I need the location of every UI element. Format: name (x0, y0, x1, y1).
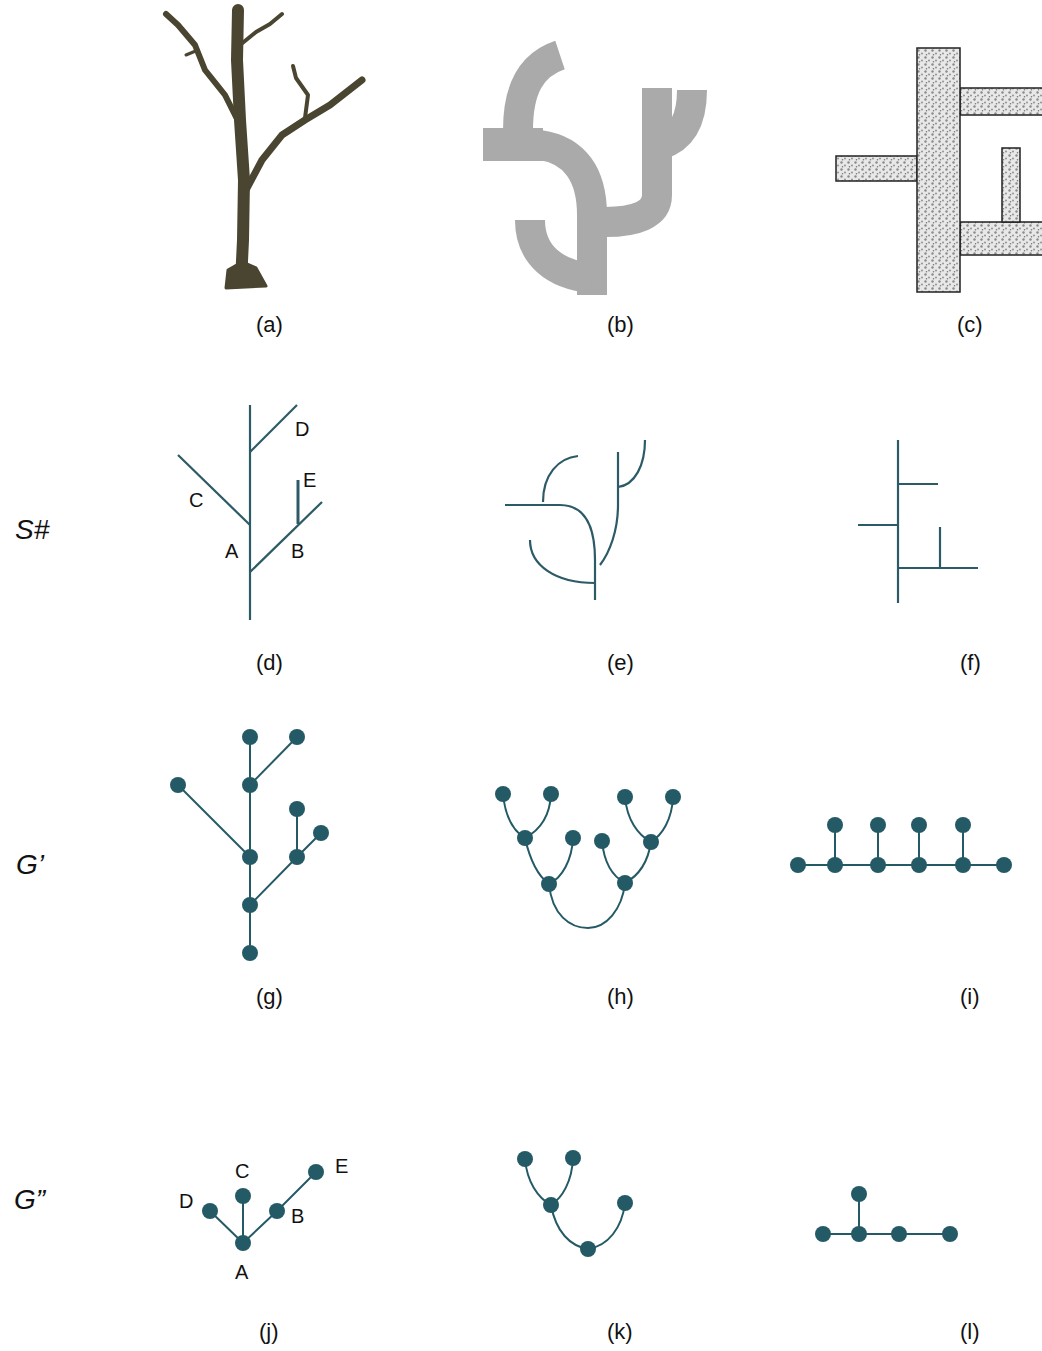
row-label: G’ (16, 851, 44, 879)
graph-vertex (242, 849, 258, 865)
graph-vertex (827, 857, 843, 873)
graph-vertex (827, 817, 843, 833)
graph-vertex (242, 945, 258, 961)
grey-shape (483, 55, 692, 295)
vertex-label: D (179, 1191, 193, 1211)
branch-label: D (295, 419, 309, 439)
stippled-shape (836, 48, 1042, 292)
branch-label: B (291, 541, 304, 561)
graph-vertex (170, 777, 186, 793)
graph-vertex (942, 1226, 958, 1242)
panel-caption: (e) (607, 652, 634, 674)
graph-vertex (517, 1151, 533, 1167)
graph-vertex (289, 849, 305, 865)
vertex-label: B (291, 1206, 304, 1226)
panel-caption: (a) (256, 314, 283, 336)
graph-vertex (235, 1235, 251, 1251)
panel-caption: (d) (256, 652, 283, 674)
graph-vertex (851, 1186, 867, 1202)
graph-vertex (594, 833, 610, 849)
graph-vertex (955, 817, 971, 833)
graph-vertex (617, 1195, 633, 1211)
panel-caption: (k) (607, 1321, 633, 1343)
branch-label: A (225, 541, 238, 561)
panel-caption: (j) (259, 1321, 279, 1343)
graph-vertex (541, 876, 557, 892)
graph-vertex (911, 817, 927, 833)
graph-vertex (289, 801, 305, 817)
graph-vertex (790, 857, 806, 873)
graph-vertex (815, 1226, 831, 1242)
row-label: G” (14, 1186, 45, 1214)
panel-caption: (g) (256, 986, 283, 1008)
row-label: S# (15, 516, 49, 544)
graph-vertex (996, 857, 1012, 873)
graph-vertex (242, 777, 258, 793)
graph-vertices (170, 729, 1012, 1257)
graph-vertex (643, 834, 659, 850)
graph-vertex (235, 1188, 251, 1204)
graph-vertex (851, 1226, 867, 1242)
skeleton-lines (178, 405, 978, 620)
graph-vertex (565, 1150, 581, 1166)
graph-vertex (242, 897, 258, 913)
graph-vertex (565, 830, 581, 846)
graph-vertex (617, 789, 633, 805)
graph-vertex (955, 857, 971, 873)
graph-vertex (580, 1241, 596, 1257)
panel-caption: (b) (607, 314, 634, 336)
graph-vertex (289, 729, 305, 745)
vertex-label: E (335, 1156, 348, 1176)
vertex-label: A (235, 1262, 248, 1282)
graph-vertex (202, 1203, 218, 1219)
graph-vertex (665, 789, 681, 805)
graph-vertex (313, 825, 329, 841)
graph-vertex (543, 786, 559, 802)
panel-caption: (h) (607, 986, 634, 1008)
graph-vertex (891, 1226, 907, 1242)
graph-vertex (308, 1164, 324, 1180)
panel-caption: (f) (960, 652, 981, 674)
graph-vertex (543, 1197, 559, 1213)
branch-label: C (189, 490, 203, 510)
panel-caption: (c) (957, 314, 983, 336)
graph-vertex (242, 729, 258, 745)
graph-edges (178, 737, 1004, 1249)
vertex-label: C (235, 1161, 249, 1181)
graph-vertex (911, 857, 927, 873)
graph-vertex (870, 817, 886, 833)
graph-vertex (517, 830, 533, 846)
panel-caption: (i) (960, 986, 980, 1008)
graph-vertex (617, 875, 633, 891)
graph-vertex (269, 1203, 285, 1219)
graph-vertex (870, 857, 886, 873)
graph-vertex (495, 786, 511, 802)
panel-caption: (l) (960, 1321, 980, 1343)
tree-photo (166, 10, 362, 288)
branch-label: E (303, 470, 316, 490)
